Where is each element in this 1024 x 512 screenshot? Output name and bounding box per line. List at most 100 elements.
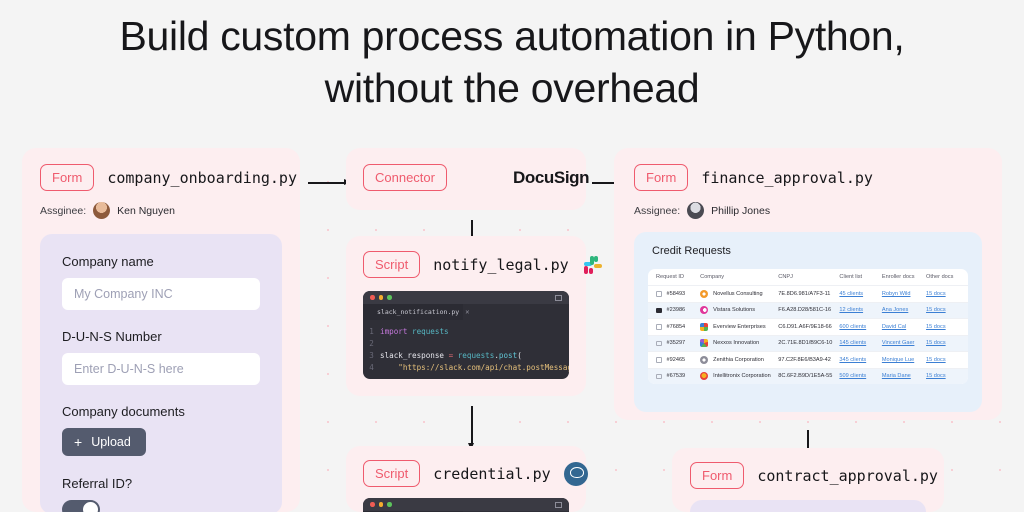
node-credential[interactable]: Script credential.py credential.py ✕ bbox=[346, 446, 588, 512]
col-company: Company bbox=[700, 274, 725, 280]
editor-tab[interactable]: slack_notification.py ✕ bbox=[363, 304, 469, 320]
chip-form-finance[interactable]: Form bbox=[634, 164, 689, 191]
cell-request-id: #92465 bbox=[666, 356, 686, 363]
cell-company: Zenithia Corporation bbox=[713, 356, 764, 363]
page-headline: Build custom process automation in Pytho… bbox=[0, 10, 1024, 114]
upload-button[interactable]: + Upload bbox=[62, 428, 146, 456]
company-logo-icon bbox=[700, 339, 709, 348]
label-duns-number: D-U-N-S Number bbox=[62, 329, 162, 344]
chip-script-notify[interactable]: Script bbox=[363, 251, 421, 278]
arrow-onboarding-to-connector bbox=[308, 179, 351, 185]
cell-other-docs[interactable]: 15 docs bbox=[926, 356, 946, 363]
line-number: 3 bbox=[369, 351, 374, 360]
close-dot-icon[interactable] bbox=[370, 502, 375, 507]
cell-request-id: #67539 bbox=[666, 373, 686, 380]
col-enroller-docs: Enroller docs bbox=[881, 274, 915, 280]
onboarding-filename: company_onboarding.py bbox=[107, 168, 297, 187]
editor-titlebar bbox=[363, 291, 569, 304]
maximize-dot-icon[interactable] bbox=[387, 295, 392, 300]
cell-company: Intellitronix Corporation bbox=[713, 373, 771, 380]
row-checkbox[interactable] bbox=[656, 291, 662, 297]
input-company-name[interactable]: My Company INC bbox=[62, 278, 260, 310]
row-checkbox[interactable] bbox=[656, 307, 662, 313]
finance-header: Form finance_approval.py bbox=[634, 164, 982, 191]
close-dot-icon[interactable] bbox=[370, 295, 375, 300]
chip-script-credential[interactable]: Script bbox=[363, 460, 421, 487]
code-line: 4 "https://slack.com/api/chat.postMessag… bbox=[363, 362, 569, 374]
credit-requests-table[interactable]: Request ID Company CNPJ Client list Enro… bbox=[648, 269, 968, 384]
postgresql-icon bbox=[563, 461, 588, 486]
split-pane-icon[interactable] bbox=[555, 294, 562, 301]
minimize-dot-icon[interactable] bbox=[378, 295, 383, 300]
cell-other-docs[interactable]: 15 docs bbox=[926, 307, 946, 314]
cell-client-list[interactable]: 45 clients bbox=[839, 290, 864, 297]
cell-cnpj: C6.D91.A6F/9E18-66 bbox=[778, 323, 832, 330]
cell-client-list[interactable]: 345 clients bbox=[839, 356, 867, 363]
cell-other-docs[interactable]: 15 docs bbox=[926, 340, 946, 347]
company-logo-icon bbox=[700, 355, 709, 364]
plus-icon: + bbox=[74, 434, 83, 450]
node-company-onboarding[interactable]: Form company_onboarding.py Assginee: Ken… bbox=[22, 148, 300, 512]
row-checkbox[interactable] bbox=[656, 340, 662, 346]
referral-id-toggle[interactable] bbox=[62, 500, 100, 512]
editor-titlebar bbox=[363, 498, 569, 511]
node-connector[interactable]: Connector DocuSign bbox=[346, 148, 590, 210]
node-contract-approval[interactable]: Form contract_approval.py bbox=[672, 448, 944, 512]
assignee-label: Assignee: bbox=[634, 204, 681, 217]
minimize-dot-icon[interactable] bbox=[378, 502, 383, 507]
finance-filename: finance_approval.py bbox=[701, 168, 873, 187]
onboarding-header: Form company_onboarding.py bbox=[40, 164, 297, 191]
cell-client-list[interactable]: 145 clients bbox=[839, 340, 867, 347]
cell-client-list[interactable]: 509 clients bbox=[839, 373, 867, 380]
avatar bbox=[687, 202, 705, 219]
row-checkbox[interactable] bbox=[656, 357, 662, 363]
credential-editor[interactable]: credential.py ✕ bbox=[363, 498, 569, 512]
cell-enroller-docs[interactable]: Robyn Wild bbox=[881, 290, 911, 297]
cell-enroller-docs[interactable]: Maria Dane bbox=[881, 373, 911, 380]
cell-other-docs[interactable]: 15 docs bbox=[926, 373, 946, 380]
cell-request-id: #76854 bbox=[666, 323, 686, 330]
cell-enroller-docs[interactable]: Monique Lue bbox=[881, 356, 915, 363]
contract-filename: contract_approval.py bbox=[757, 466, 938, 485]
credential-filename: credential.py bbox=[433, 464, 551, 483]
close-tab-icon[interactable]: ✕ bbox=[465, 308, 470, 316]
cell-other-docs[interactable]: 15 docs bbox=[926, 323, 946, 330]
split-pane-icon[interactable] bbox=[555, 501, 562, 508]
contract-form-body bbox=[690, 500, 926, 512]
cell-request-id: #58493 bbox=[666, 290, 686, 297]
node-finance-approval[interactable]: Form finance_approval.py Assignee: Phill… bbox=[614, 148, 1002, 420]
cell-cnpj: F6.A28.D28/581C-16 bbox=[778, 307, 832, 314]
label-referral-id: Referral ID? bbox=[62, 476, 133, 491]
cell-enroller-docs[interactable]: Vincent Gaer bbox=[881, 340, 915, 347]
maximize-dot-icon[interactable] bbox=[387, 502, 392, 507]
col-client-list: Client list bbox=[839, 274, 863, 280]
company-logo-icon bbox=[700, 289, 709, 298]
node-notify-legal[interactable]: Script notify_legal.py slack_notificatio… bbox=[346, 236, 602, 396]
headline-line-2: without the overhead bbox=[324, 65, 700, 111]
cell-enroller-docs[interactable]: David Cal bbox=[881, 323, 907, 330]
cell-client-list[interactable]: 600 clients bbox=[839, 323, 867, 330]
table-title: Credit Requests bbox=[652, 245, 731, 257]
row-checkbox[interactable] bbox=[656, 324, 662, 330]
cell-client-list[interactable]: 12 clients bbox=[839, 307, 864, 314]
chip-form[interactable]: Form bbox=[40, 164, 95, 191]
cell-enroller-docs[interactable]: Ana Jones bbox=[881, 307, 909, 314]
cell-company: Vistara Solutions bbox=[713, 307, 756, 314]
input-duns-number[interactable]: Enter D-U-N-S here bbox=[62, 353, 260, 385]
chip-form-contract[interactable]: Form bbox=[690, 462, 745, 489]
chip-connector[interactable]: Connector bbox=[363, 164, 447, 191]
company-logo-icon bbox=[700, 322, 709, 331]
cell-other-docs[interactable]: 15 docs bbox=[926, 290, 946, 297]
row-checkbox[interactable] bbox=[656, 373, 662, 379]
